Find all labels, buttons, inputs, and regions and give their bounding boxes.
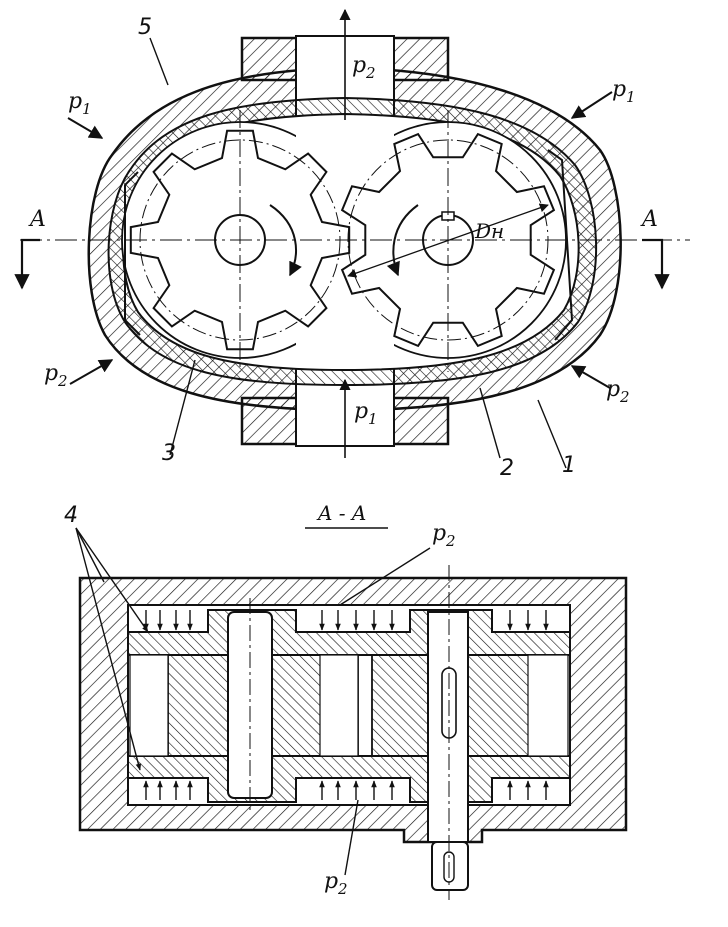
svg-text:p: p [432, 521, 446, 546]
cross-section-view [14, 8, 690, 469]
section-letter-left: A [28, 207, 46, 232]
driving-gear [129, 129, 351, 351]
gear-outline [129, 129, 351, 351]
diameter-label: Dн [474, 219, 504, 243]
svg-text:p: p [606, 377, 620, 402]
svg-text:p: p [68, 89, 82, 114]
svg-text:p: p [324, 869, 338, 894]
svg-text:2: 2 [619, 388, 630, 406]
svg-text:p: p [612, 77, 626, 102]
svg-text:2: 2 [57, 372, 68, 390]
svg-text:p: p [44, 361, 58, 386]
svg-text:p: p [352, 53, 366, 78]
svg-text:1: 1 [82, 100, 92, 118]
pressure-arrows [143, 610, 549, 800]
callout-4: 4 [64, 503, 78, 528]
svg-text:2: 2 [365, 64, 376, 82]
svg-text:2: 2 [337, 880, 348, 898]
callout-2: 2 [500, 456, 514, 481]
svg-text:1: 1 [368, 410, 378, 428]
svg-text:p: p [354, 399, 368, 424]
section-title: A - A [316, 501, 366, 525]
svg-text:1: 1 [626, 88, 636, 106]
section-letter-right: A [640, 207, 658, 232]
callout-5: 5 [138, 15, 152, 40]
svg-text:2: 2 [445, 532, 456, 550]
callout-3: 3 [162, 441, 176, 466]
section-view-a-a [75, 527, 628, 900]
callout-1: 1 [562, 453, 576, 478]
